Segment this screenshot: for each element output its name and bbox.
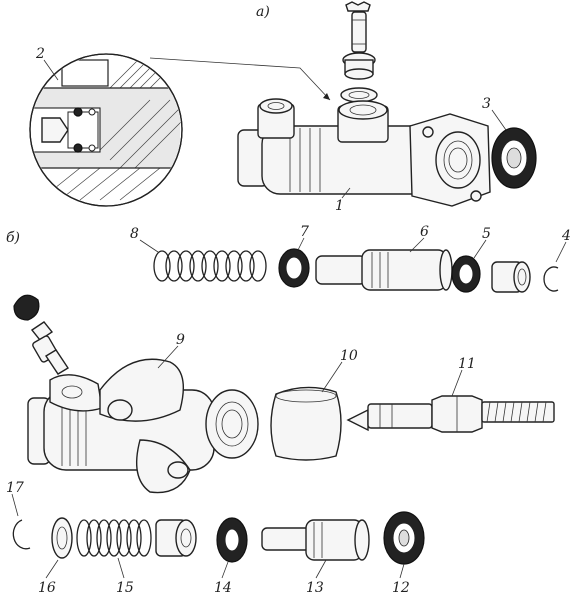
callout-8: 8 (130, 226, 139, 242)
spring-seat (155, 519, 197, 557)
callout-4: 4 (561, 228, 571, 244)
seal-7 (278, 248, 310, 288)
seal-12 (383, 511, 425, 565)
detail-magnifier (29, 53, 183, 207)
circlip-4 (543, 266, 559, 292)
master-cylinder-body (237, 98, 491, 207)
bleeder-valve-top (340, 1, 378, 103)
bleeder-valve (30, 321, 69, 375)
boot-10 (270, 386, 342, 461)
slave-cylinder-body (27, 358, 259, 494)
callout-13: 13 (306, 580, 324, 596)
callout-15: 15 (116, 580, 134, 596)
callout-6: 6 (420, 224, 429, 240)
bleeder-cap (13, 294, 40, 321)
callout-12: 12 (392, 580, 410, 596)
callout-5: 5 (482, 226, 491, 242)
callout-16: 16 (38, 580, 56, 596)
callout-9: 9 (176, 332, 185, 348)
callout-17: 17 (6, 480, 24, 496)
section-label-a: а) (256, 4, 270, 20)
callout-2: 2 (35, 46, 45, 62)
section-label-b: б) (6, 230, 20, 246)
leader-detail (149, 57, 331, 101)
cup-seal-3 (491, 127, 537, 189)
callout-10: 10 (340, 348, 358, 364)
circlip-17 (12, 519, 31, 550)
callout-7: 7 (300, 224, 309, 240)
callout-3: 3 (482, 96, 491, 112)
pushrod-11 (346, 395, 555, 433)
seal-5 (451, 255, 481, 293)
spring-8 (153, 250, 267, 282)
piston-6 (315, 249, 453, 291)
seal-14 (216, 517, 248, 563)
washer-16 (51, 517, 73, 559)
callout-11: 11 (458, 356, 476, 372)
callout-14: 14 (214, 580, 232, 596)
callout-1: 1 (335, 198, 344, 214)
spring-15 (76, 519, 152, 557)
bushing-4a (491, 261, 531, 293)
piston-13 (261, 519, 370, 561)
